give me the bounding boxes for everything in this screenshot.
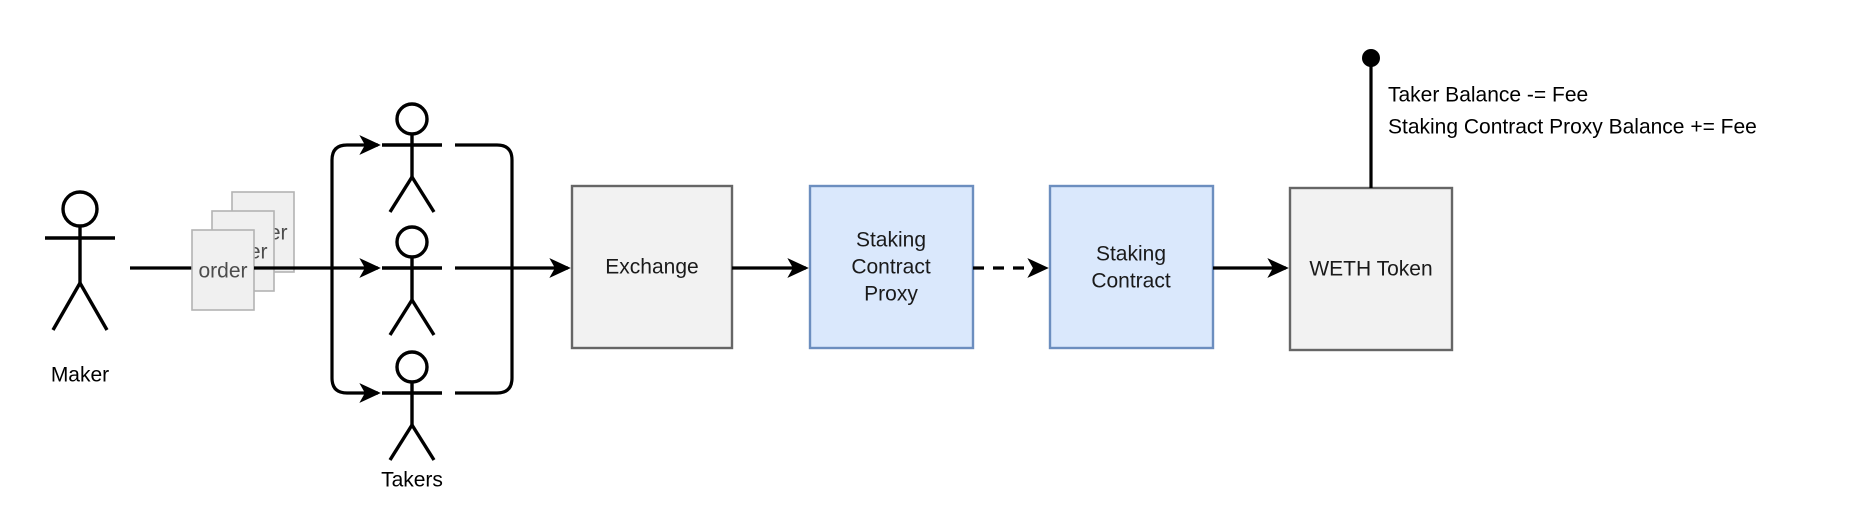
staking-contract-label-line2: Contract [1091, 270, 1171, 293]
edge-taker-top-to-junction [455, 143, 514, 268]
staking-contract-proxy-label-line1: Staking [856, 229, 926, 252]
note-anchor-dot [1362, 49, 1380, 67]
staking-contract-proxy-label-line3: Proxy [864, 283, 918, 306]
maker-leg-left [51, 282, 82, 331]
node-weth-token[interactable]: WETH Token [1288, 186, 1454, 352]
edge-branch-to-taker-bottom [330, 268, 381, 403]
taker-bottom-leg-right [410, 424, 436, 461]
taker-middle-leg-left [388, 299, 414, 336]
exchange-label: Exchange [605, 256, 698, 279]
taker-top-leg-left [388, 176, 414, 213]
node-exchange[interactable]: Exchange [570, 184, 734, 350]
actor-taker-bottom: Takers [381, 350, 443, 492]
actor-maker: Maker [45, 190, 115, 387]
staking-contract-proxy-box[interactable] [808, 184, 975, 350]
note-line-1: Taker Balance -= Fee [1388, 84, 1588, 107]
node-staking-contract-proxy[interactable]: Staking Contract Proxy [808, 184, 975, 350]
exchange-box[interactable] [570, 184, 734, 350]
order-card-stack: order order order [191, 191, 295, 311]
weth-token-label: WETH Token [1309, 258, 1432, 281]
taker-bottom-head [395, 350, 429, 384]
taker-middle-leg-right [410, 299, 436, 336]
node-staking-contract[interactable]: Staking Contract [1048, 184, 1215, 350]
order-card-front [191, 229, 255, 311]
order-card-front-label: order [198, 260, 247, 283]
taker-top-leg-right [410, 176, 436, 213]
taker-middle-head [395, 225, 429, 259]
staking-contract-box[interactable] [1048, 184, 1215, 350]
takers-label: Takers [381, 469, 443, 492]
maker-leg-right [78, 282, 109, 331]
note-line-2: Staking Contract Proxy Balance += Fee [1388, 116, 1757, 139]
maker-head [61, 190, 99, 228]
note-annotation: Taker Balance -= Fee Staking Contract Pr… [1388, 84, 1757, 139]
edge-taker-bottom-to-junction [455, 268, 514, 395]
weth-token-box[interactable] [1288, 186, 1454, 352]
staking-contract-proxy-label-line2: Contract [851, 256, 931, 279]
staking-contract-label-line1: Staking [1096, 243, 1166, 266]
actor-taker-middle [382, 225, 442, 336]
actor-taker-top [382, 102, 442, 213]
taker-bottom-leg-left [388, 424, 414, 461]
taker-top-head [395, 102, 429, 136]
edge-branch-to-taker-top [330, 135, 381, 268]
maker-label: Maker [51, 364, 109, 387]
